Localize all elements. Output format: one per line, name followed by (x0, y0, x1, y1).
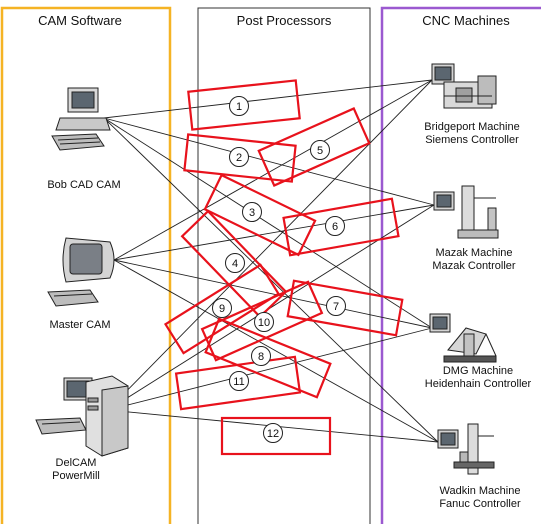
connection-line-9 (107, 79, 433, 411)
highlight-box-7 (286, 279, 404, 337)
connection-line-2 (103, 117, 435, 206)
desktop-computer-icon (51, 87, 111, 151)
post-processor-number-2: 2 (236, 152, 242, 164)
post-processor-1: 1 (229, 96, 249, 116)
connection-line-1 (103, 79, 433, 119)
post-processor-circle-12 (263, 423, 283, 443)
dmg-machine: DMG Machine Heidenhain Controller (425, 313, 532, 390)
wadkin-label-line1: Wadkin Machine (440, 485, 521, 497)
post-processor-6: 6 (325, 216, 345, 236)
cam-software-column (0, 6, 172, 524)
highlight-box-6 (282, 197, 400, 257)
highlight-box-5 (257, 107, 371, 187)
post-processor-circle-7 (326, 296, 346, 316)
delcam-label-line2: PowerMill (52, 470, 100, 482)
post-processor-circle-11 (229, 371, 249, 391)
cnc-machines-column (380, 6, 541, 524)
connection-line-3 (103, 117, 433, 329)
cnc-machines-title: CNC Machines (422, 13, 510, 28)
mastercam-label: Master CAM (49, 319, 110, 331)
post-processor-circle-4 (225, 253, 245, 273)
post-processor-number-12: 12 (267, 428, 279, 440)
post-processor-3: 3 (242, 202, 262, 222)
post-processor-4: 4 (225, 253, 245, 273)
crt-monitor-icon (47, 237, 115, 307)
post-processor-number-5: 5 (317, 145, 323, 157)
connection-line-7 (113, 259, 433, 329)
post-processor-circle-1 (229, 96, 249, 116)
bobcad-label: Bob CAD CAM (47, 179, 120, 191)
highlight-box-8 (204, 317, 332, 399)
connection-line-6 (113, 204, 435, 261)
cam-software-title: CAM Software (38, 13, 122, 28)
post-processor-8: 8 (251, 346, 271, 366)
mastercam-computer: Master CAM (47, 237, 115, 331)
post-processor-number-10: 10 (258, 317, 270, 329)
post-processor-number-11: 11 (233, 376, 244, 388)
lathe-machine-icon (433, 185, 499, 239)
post-processors-title: Post Processors (237, 13, 332, 28)
post-processor-10: 10 (254, 312, 274, 332)
bridgeport-machine: Bridgeport Machine Siemens Controller (424, 63, 520, 146)
dmg-label-line1: DMG Machine (443, 365, 513, 377)
post-processors-column (197, 7, 371, 524)
post-processor-number-8: 8 (258, 351, 264, 363)
robot-arm-machine-icon (429, 313, 497, 363)
post-processor-number-7: 7 (333, 301, 339, 313)
mill-machine-icon (431, 63, 497, 109)
post-processor-11: 11 (229, 371, 249, 391)
mazak-label-line2: Mazak Controller (432, 260, 515, 272)
highlight-box-4 (180, 209, 288, 319)
post-processor-7: 7 (326, 296, 346, 316)
post-processor-circle-6 (325, 216, 345, 236)
post-processor-circle-10 (254, 312, 274, 332)
highlight-box-1 (187, 79, 301, 131)
connection-line-8 (113, 259, 439, 443)
dmg-label-line2: Heidenhain Controller (425, 378, 532, 390)
post-processor-12: 12 (263, 423, 283, 443)
highlight-box-11 (174, 355, 302, 411)
mazak-label-line1: Mazak Machine (435, 247, 512, 259)
post-processor-highlights (163, 79, 404, 456)
bobcad-computer: Bob CAD CAM (47, 87, 121, 191)
wadkin-label-line2: Fanuc Controller (439, 498, 521, 510)
post-processor-circle-3 (242, 202, 262, 222)
connection-lines (103, 79, 439, 443)
post-processor-number-3: 3 (249, 207, 255, 219)
highlight-box-12 (220, 416, 332, 456)
wadkin-machine: Wadkin Machine Fanuc Controller (437, 423, 521, 510)
connection-line-5 (113, 79, 433, 261)
post-processor-5: 5 (310, 140, 330, 160)
delcam-label-line1: DelCAM (56, 457, 97, 469)
mazak-machine: Mazak Machine Mazak Controller (432, 185, 516, 272)
tower-pc-icon (35, 375, 129, 457)
bridgeport-label-line1: Bridgeport Machine (424, 121, 519, 133)
highlight-box-2 (183, 133, 297, 183)
post-processor-circle-5 (310, 140, 330, 160)
post-processor-circle-8 (251, 346, 271, 366)
post-processor-number-1: 1 (236, 101, 242, 113)
connection-line-11 (107, 327, 433, 411)
post-processor-circle-9 (212, 298, 232, 318)
post-processor-2: 2 (229, 147, 249, 167)
post-processor-9: 9 (212, 298, 232, 318)
post-processor-number-6: 6 (332, 221, 338, 233)
highlight-box-3 (203, 173, 317, 257)
post-processor-circle-2 (229, 147, 249, 167)
post-processor-number-4: 4 (232, 258, 238, 270)
delcam-computer: DelCAM PowerMill (35, 375, 129, 482)
router-machine-icon (437, 423, 495, 475)
bridgeport-label-line2: Siemens Controller (425, 134, 519, 146)
post-processor-number-9: 9 (219, 303, 225, 315)
